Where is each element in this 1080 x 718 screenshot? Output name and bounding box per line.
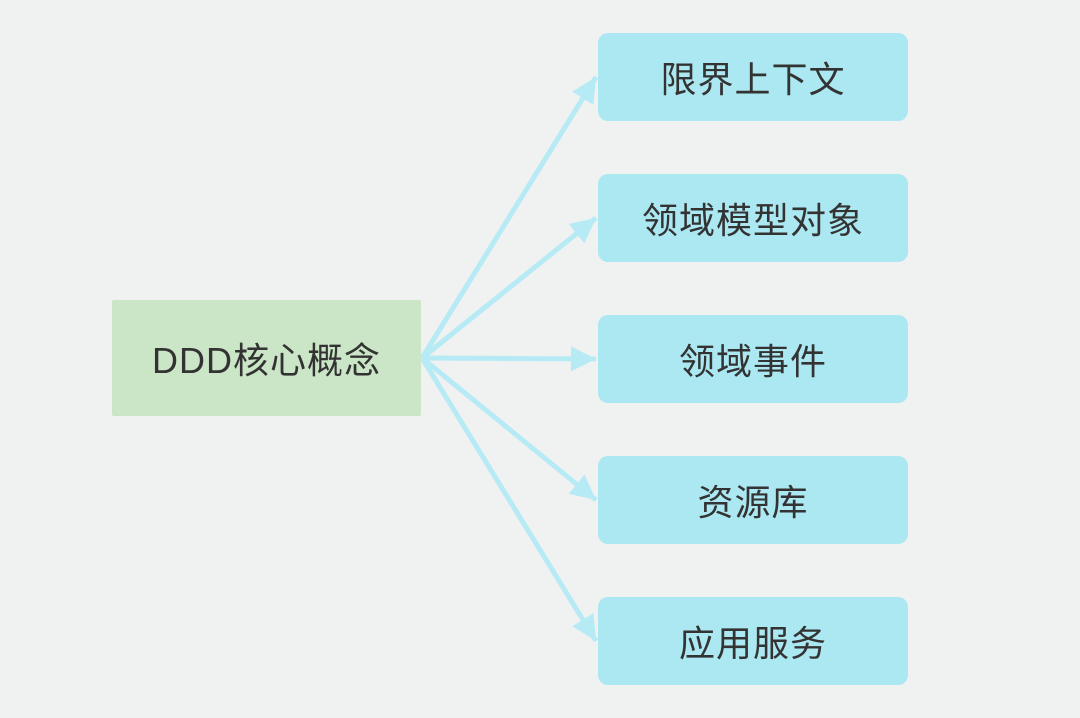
node-domain-event[interactable]: 领域事件	[598, 315, 908, 403]
node-application-service[interactable]: 应用服务	[598, 597, 908, 685]
node-ddd-core-concepts[interactable]: DDD核心概念	[112, 300, 421, 416]
node-domain-model-object[interactable]: 领域模型对象	[598, 174, 908, 262]
node-label: 领域事件	[678, 341, 827, 382]
node-label: DDD核心概念	[152, 340, 381, 381]
node-label: 领域模型对象	[641, 200, 864, 241]
arrow-to-domain-event	[421, 346, 597, 372]
node-bounded-context[interactable]: 限界上下文	[598, 33, 908, 121]
arrow-to-repository	[420, 356, 598, 502]
node-repository[interactable]: 资源库	[598, 456, 908, 544]
arrow-to-bounded-context	[419, 75, 599, 360]
node-label: 应用服务	[678, 623, 827, 664]
arrow-to-domain-model-object	[420, 216, 598, 360]
arrow-to-application-service	[419, 356, 599, 643]
node-label: 限界上下文	[660, 59, 846, 100]
node-label: 资源库	[697, 482, 809, 523]
